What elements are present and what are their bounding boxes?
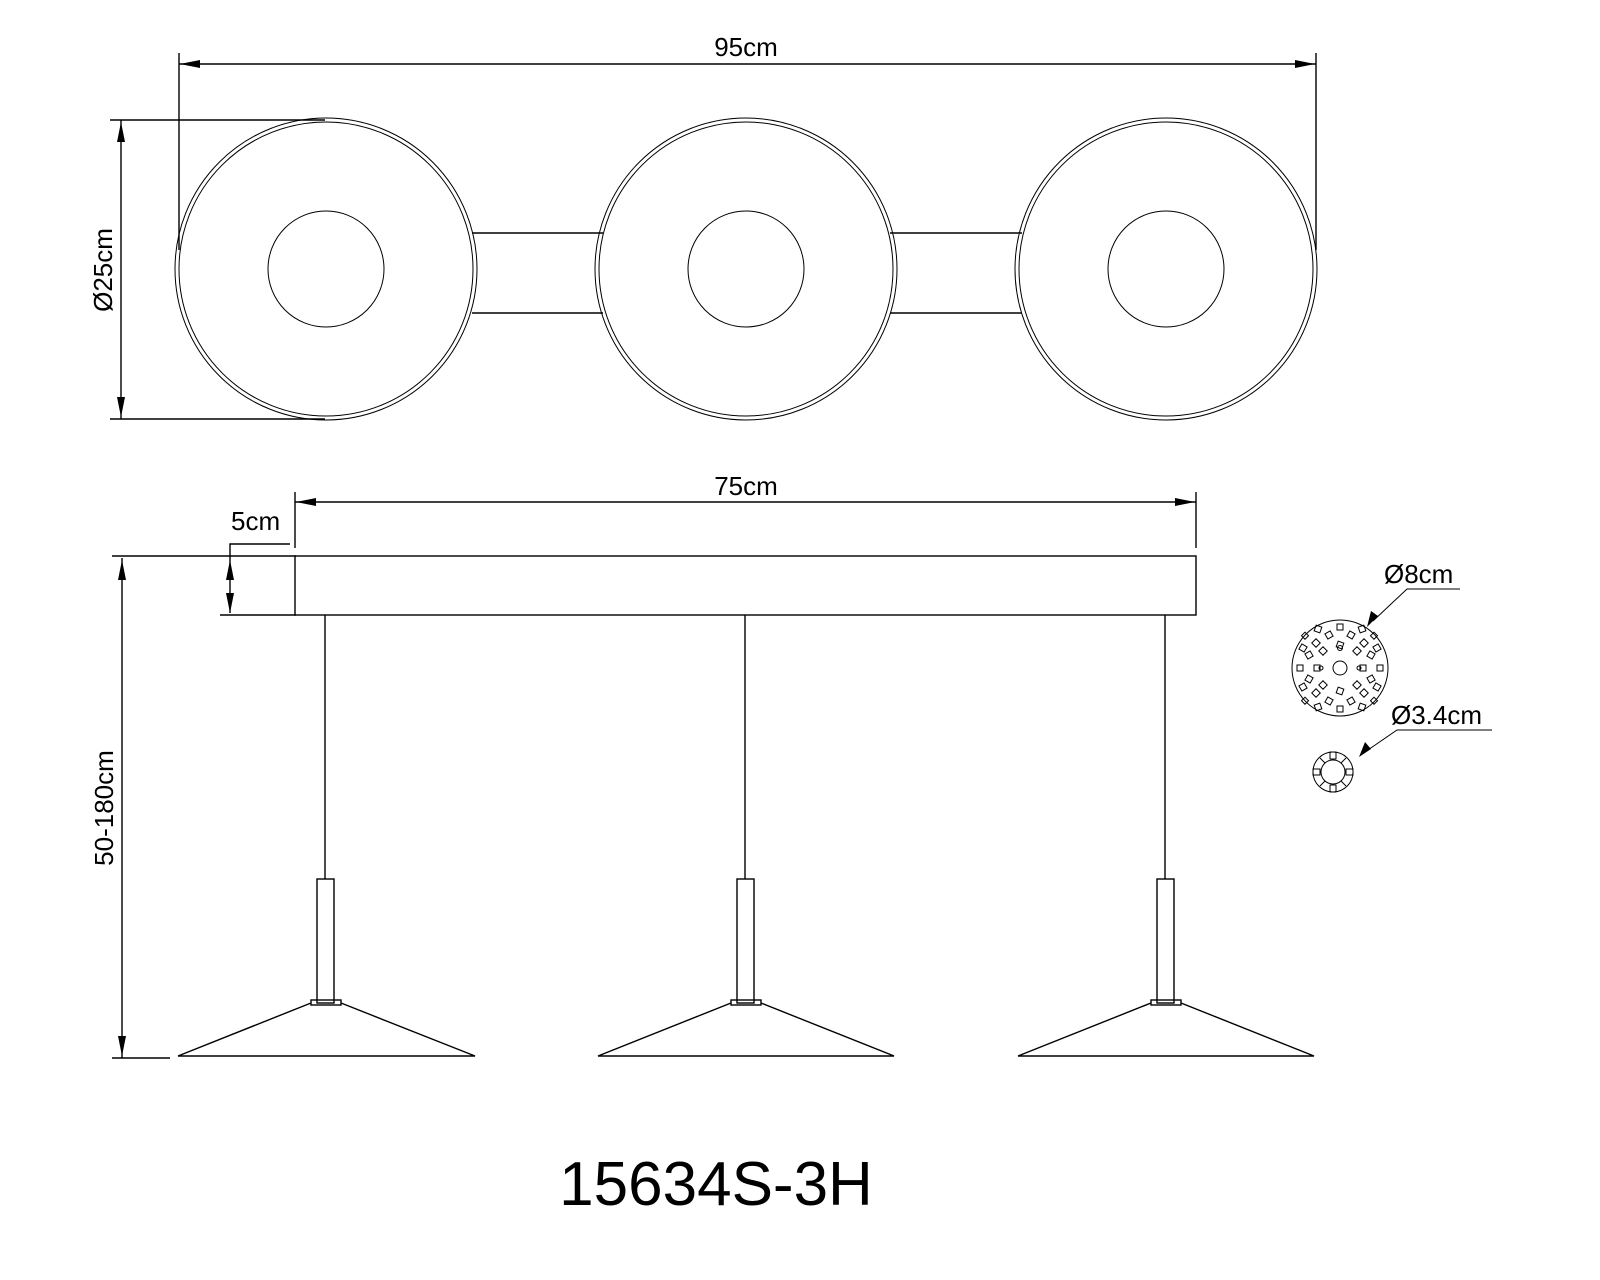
- shade-top-1: [174, 117, 478, 421]
- canopy-length-label: 75cm: [714, 471, 778, 501]
- overall-width-dimension: 95cm: [178, 32, 1317, 250]
- hanging-height-label: 50-180cm: [89, 750, 119, 866]
- model-number: 15634S-3H: [559, 1150, 873, 1219]
- side-view: 75cm 5cm 50-180cm: [89, 471, 1315, 1059]
- shade-diameter-dimension: Ø25cm: [88, 119, 325, 420]
- overall-width-label: 95cm: [714, 32, 778, 62]
- top-view: 95cm Ø25cm: [88, 32, 1318, 421]
- pendant-2: [597, 615, 895, 1057]
- connector-bars: [472, 232, 1022, 314]
- canopy: [294, 555, 1197, 616]
- canopy-height-label: 5cm: [231, 506, 280, 536]
- led-board-small: Ø3.4cm: [1312, 700, 1492, 793]
- shade-diameter-label: Ø25cm: [88, 228, 118, 312]
- shade-top-2: [594, 117, 898, 421]
- led-board-small-label: Ø3.4cm: [1391, 700, 1482, 730]
- canopy-length-dimension: 75cm: [294, 471, 1197, 548]
- led-board-large: Ø8cm: [1291, 559, 1460, 717]
- pendant-3: [1017, 615, 1315, 1057]
- hanging-height-dimension: 50-180cm: [89, 558, 170, 1059]
- led-board-large-label: Ø8cm: [1384, 559, 1453, 589]
- pendant-1: [177, 615, 476, 1057]
- canopy-height-dimension: 5cm: [112, 506, 296, 616]
- shade-top-3: [1014, 117, 1318, 421]
